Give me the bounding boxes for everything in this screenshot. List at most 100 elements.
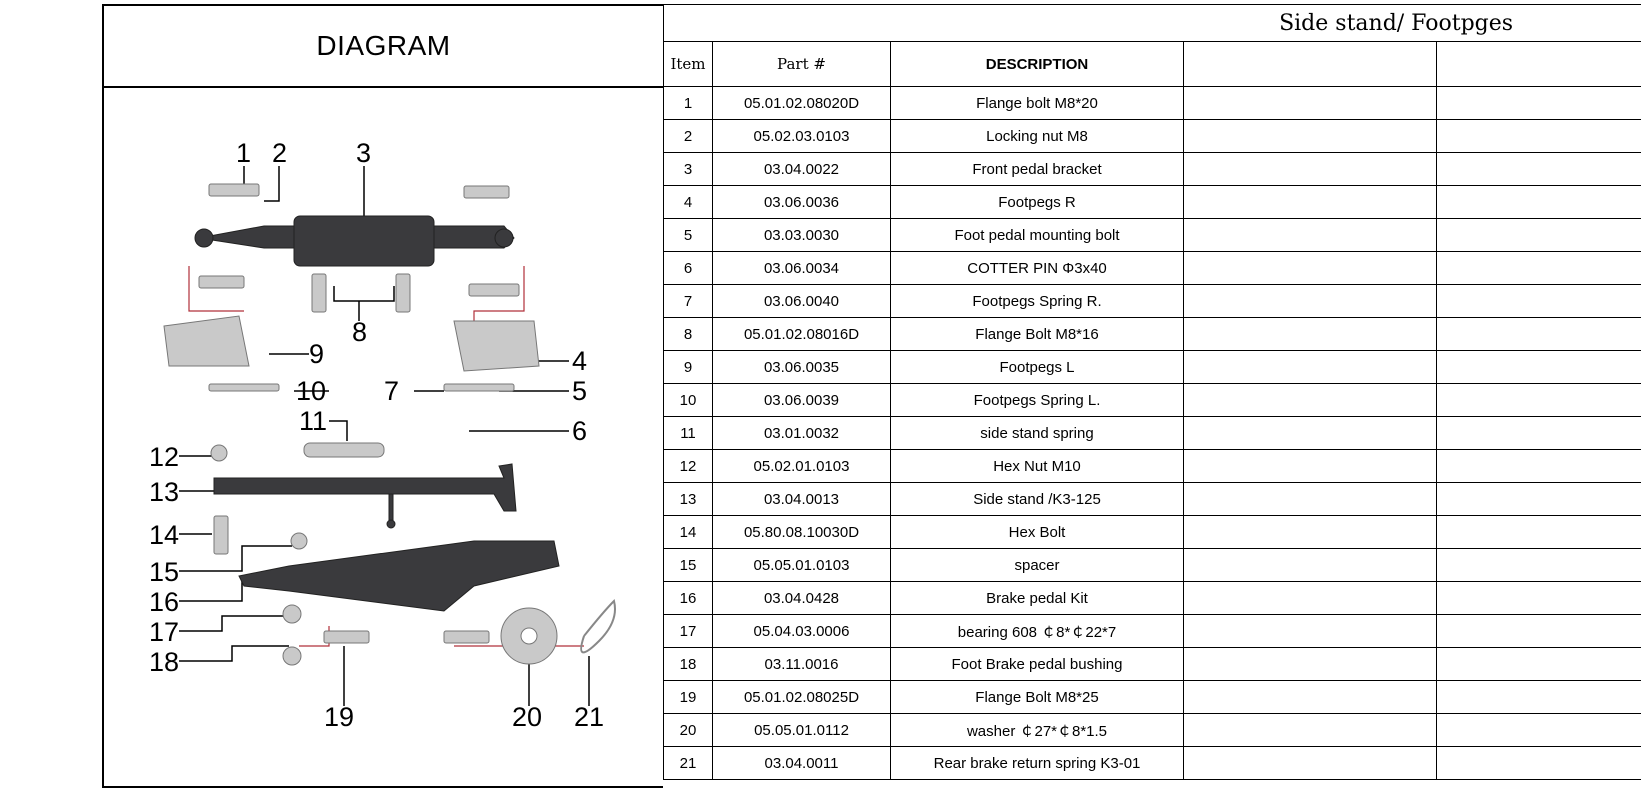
callout-10: 10 [296, 376, 326, 406]
cell-part-number: 03.01.0032 [712, 416, 891, 450]
cell-part-number: 05.01.02.08025D [712, 680, 891, 714]
cell-item: 10 [663, 383, 713, 417]
cell-description: Footpegs Spring R. [890, 284, 1184, 318]
cell-part-number: 03.04.0022 [712, 152, 891, 186]
cell-blank [1183, 449, 1437, 483]
cell-description: Rear brake return spring K3-01 [890, 746, 1184, 780]
cell-blank [1183, 581, 1437, 615]
callout-1: 1 [236, 138, 251, 168]
cell-blank [1435, 251, 1641, 285]
cell-blank [1183, 548, 1437, 582]
parts-table: Side stand/ Footpges Item Part # DESCRIP… [662, 4, 1641, 780]
cell-blank [1435, 482, 1641, 516]
cell-description: Flange Bolt M8*16 [890, 317, 1184, 351]
cell-item: 15 [663, 548, 713, 582]
cell-blank [1183, 284, 1437, 318]
cell-item: 6 [663, 251, 713, 285]
callout-5: 5 [572, 376, 587, 406]
cell-part-number: 03.11.0016 [712, 647, 891, 681]
cell-blank [1435, 416, 1641, 450]
cell-blank [1183, 317, 1437, 351]
callout-15: 15 [149, 557, 179, 587]
cell-part-number: 05.02.03.0103 [712, 119, 891, 153]
cell-description: Brake pedal Kit [890, 581, 1184, 615]
cell-blank [1183, 383, 1437, 417]
section-title: Side stand/ Footpges [662, 4, 1641, 42]
cell-blank [1435, 119, 1641, 153]
diagram-header: DIAGRAM [104, 6, 663, 88]
cell-item: 11 [663, 416, 713, 450]
cell-item: 14 [663, 515, 713, 549]
cell-description: Flange Bolt M8*25 [890, 680, 1184, 714]
cell-part-number: 05.02.01.0103 [712, 449, 891, 483]
cell-part-number: 03.06.0034 [712, 251, 891, 285]
callout-11: 11 [299, 406, 327, 436]
diagram-panel: DIAGRAM [102, 4, 663, 788]
cell-blank [1435, 647, 1641, 681]
callout-8: 8 [352, 317, 367, 347]
callout-3: 3 [356, 138, 371, 168]
callout-13: 13 [149, 477, 179, 507]
cell-description: Foot pedal mounting bolt [890, 218, 1184, 252]
callout-4: 4 [572, 346, 587, 376]
cell-part-number: 03.06.0040 [712, 284, 891, 318]
callout-18: 18 [149, 647, 179, 677]
cell-description: Locking nut M8 [890, 119, 1184, 153]
header-blank-1 [1183, 41, 1437, 87]
cell-part-number: 05.05.01.0103 [712, 548, 891, 582]
cell-blank [1183, 86, 1437, 120]
callout-20: 20 [512, 702, 542, 732]
exploded-parts-diagram: 1 2 3 4 5 6 7 8 9 10 11 12 13 14 15 16 1… [149, 138, 616, 732]
cell-blank [1183, 251, 1437, 285]
cell-blank [1435, 152, 1641, 186]
cell-blank [1435, 680, 1641, 714]
cell-blank [1435, 284, 1641, 318]
cell-item: 12 [663, 449, 713, 483]
cell-item: 1 [663, 86, 713, 120]
cell-blank [1435, 713, 1641, 747]
cell-blank [1183, 515, 1437, 549]
cell-description: bearing 608 ￠8*￠22*7 [890, 614, 1184, 648]
cell-description: Foot Brake pedal bushing [890, 647, 1184, 681]
cell-part-number: 05.04.03.0006 [712, 614, 891, 648]
cell-item: 19 [663, 680, 713, 714]
callout-14: 14 [149, 520, 179, 550]
cell-description: Hex Bolt [890, 515, 1184, 549]
cell-item: 13 [663, 482, 713, 516]
cell-part-number: 05.05.01.0112 [712, 713, 891, 747]
cell-description: COTTER PIN Φ3x40 [890, 251, 1184, 285]
cell-item: 21 [663, 746, 713, 780]
cell-blank [1435, 185, 1641, 219]
cell-item: 4 [663, 185, 713, 219]
callout-19: 19 [324, 702, 354, 732]
cell-blank [1183, 152, 1437, 186]
cell-blank [1435, 581, 1641, 615]
cell-blank [1183, 647, 1437, 681]
cell-blank [1435, 515, 1641, 549]
cell-part-number: 03.04.0428 [712, 581, 891, 615]
cell-part-number: 03.06.0035 [712, 350, 891, 384]
cell-blank [1435, 86, 1641, 120]
cell-blank [1435, 548, 1641, 582]
callout-7: 7 [384, 376, 399, 406]
cell-description: Side stand /K3-125 [890, 482, 1184, 516]
cell-part-number: 03.03.0030 [712, 218, 891, 252]
cell-description: Hex Nut M10 [890, 449, 1184, 483]
cell-blank [1435, 746, 1641, 780]
cell-part-number: 05.01.02.08020D [712, 86, 891, 120]
cell-item: 20 [663, 713, 713, 747]
cell-blank [1183, 416, 1437, 450]
